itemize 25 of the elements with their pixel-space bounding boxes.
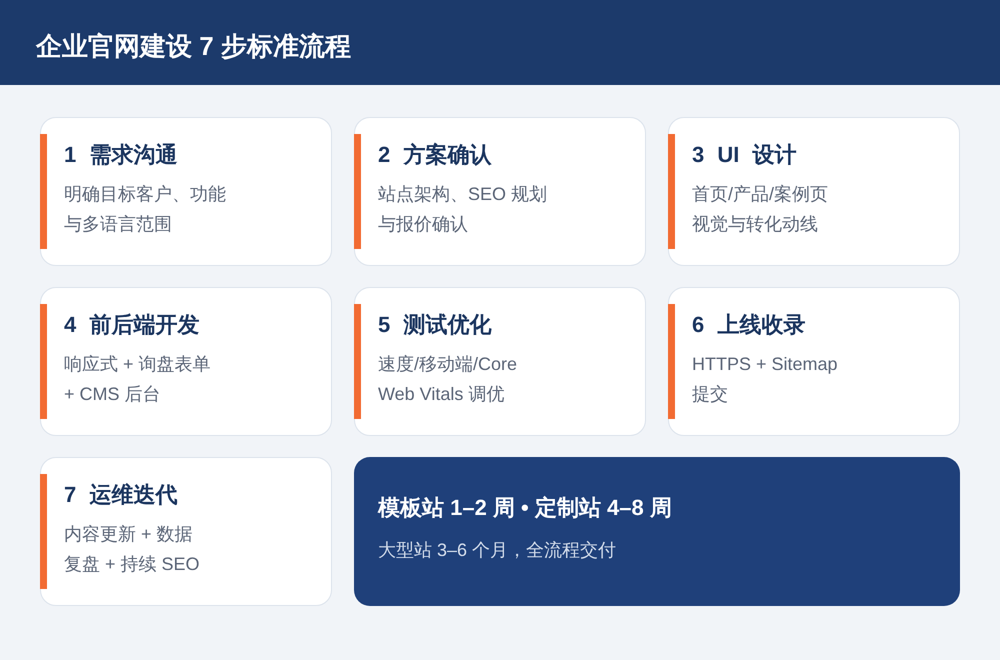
summary-title: 模板站 1–2 周 • 定制站 4–8 周 <box>378 494 672 522</box>
step-card <box>668 287 960 436</box>
step-card <box>354 287 646 436</box>
step-card <box>668 117 960 266</box>
step-card <box>40 117 332 266</box>
step-description: 首页/产品/案例页视觉与转化动线 <box>692 183 830 236</box>
step-title: 2 方案确认 <box>378 141 492 169</box>
step-title: 5 测试优化 <box>378 311 492 339</box>
step-title: 4 前后端开发 <box>64 311 200 339</box>
step-card <box>40 457 332 606</box>
step-description: 内容更新 + 数据复盘 + 持续 SEO <box>64 523 201 576</box>
step-description: 速度/移动端/Core Web Vitals 调优 <box>378 353 518 406</box>
step-title: 6 上线收录 <box>692 311 806 339</box>
step-title: 7 运维迭代 <box>64 481 178 509</box>
step-card <box>40 287 332 436</box>
step-title: 3 UI 设计 <box>692 141 796 169</box>
step-description: 响应式 + 询盘表单 + CMS 后台 <box>64 353 212 406</box>
step-description: HTTPS + Sitemap 提交 <box>692 353 839 406</box>
step-card <box>354 117 646 266</box>
step-description: 明确目标客户、功能与多语言范围 <box>64 183 227 236</box>
step-description: 站点架构、SEO 规划与报价确认 <box>378 183 548 236</box>
summary-text: 大型站 3–6 个月，全流程交付 <box>378 539 618 562</box>
title: 企业官网建设 7 步标准流程 <box>36 30 351 63</box>
step-title: 1 需求沟通 <box>64 141 178 169</box>
summary-box <box>354 457 960 606</box>
